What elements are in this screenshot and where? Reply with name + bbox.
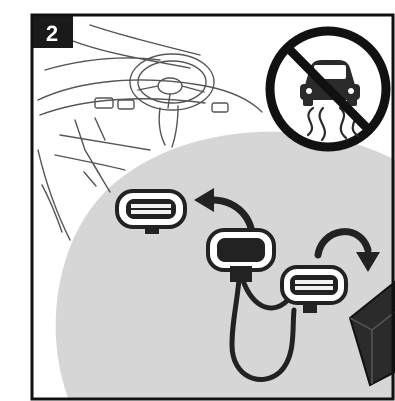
- step-number-badge: 2: [33, 16, 73, 48]
- obd-port-connector-icon: [117, 191, 185, 234]
- no-driving-prohibition-icon: [270, 31, 386, 147]
- step-number: 2: [46, 21, 58, 46]
